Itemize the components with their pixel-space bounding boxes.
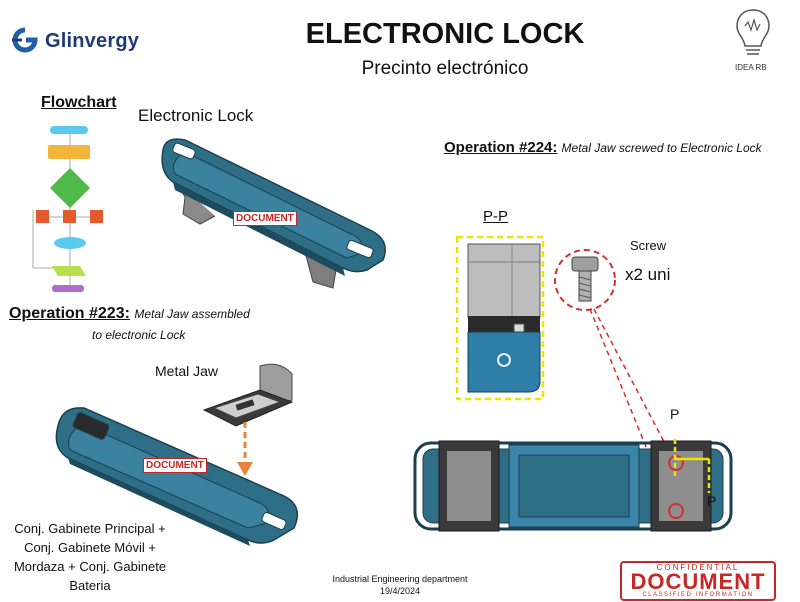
flowchart-title: Flowchart [41, 94, 117, 111]
electronic-lock-label: Electronic Lock [138, 106, 254, 125]
operation-223-description-cont: to electronic Lock [92, 328, 186, 342]
idea-label: IDEA RB [735, 63, 767, 72]
electronic-lock-assembly-image [55, 407, 299, 546]
electronic-lock-image [161, 138, 386, 289]
metal-jaw-label: Metal Jaw [155, 363, 219, 379]
glinvergy-logo-icon [12, 27, 38, 53]
assembly-note: Conj. Gabinete Principal + Conj. Gabinet… [13, 521, 167, 593]
page-subtitle: Precinto electrónico [361, 58, 529, 79]
assembly-arrow [237, 422, 253, 476]
screw-icon [554, 249, 616, 311]
confidential-stamp-bottom: CLASSIFIED INFORMATION [642, 592, 754, 598]
section-view-pp [456, 236, 545, 401]
section-marker-top: P [670, 406, 680, 422]
document-stamp: DOCUMENT [233, 211, 297, 226]
metal-jaw-image [202, 363, 294, 427]
screw-quantity: x2 uni [625, 265, 671, 284]
footer-date: 19/4/2024 [379, 586, 421, 596]
screw-label: Screw [630, 238, 667, 253]
section-view-label: P-P [483, 208, 509, 225]
lightbulb-icon [736, 9, 770, 55]
document-stamp-2: DOCUMENT [143, 458, 207, 473]
footer-department: Industrial Engineering department [332, 574, 468, 584]
company-name: Glinvergy [45, 30, 140, 52]
section-marker-bottom: P [707, 493, 717, 509]
operation-223-description: Metal Jaw assembled [134, 307, 250, 321]
operation-224-heading: Operation #224: Metal Jaw screwed to Ele… [444, 139, 762, 156]
operation-223-number: Operation #223: [9, 305, 130, 322]
confidential-stamp-top: CONFIDENTIAL [656, 563, 740, 572]
operation-224-description: Metal Jaw screwed to Electronic Lock [561, 141, 762, 155]
confidential-stamp: CONFIDENTIAL DOCUMENT CLASSIFIED INFORMA… [620, 561, 776, 601]
flowchart-diagram [32, 126, 103, 292]
electronic-lock-top-view [413, 439, 733, 532]
operation-224-number: Operation #224: [444, 139, 558, 156]
page-title: ELECTRONIC LOCK [305, 18, 585, 50]
operation-223-heading: Operation #223: Metal Jaw assembled [9, 305, 250, 323]
confidential-stamp-main: DOCUMENT [630, 569, 766, 594]
